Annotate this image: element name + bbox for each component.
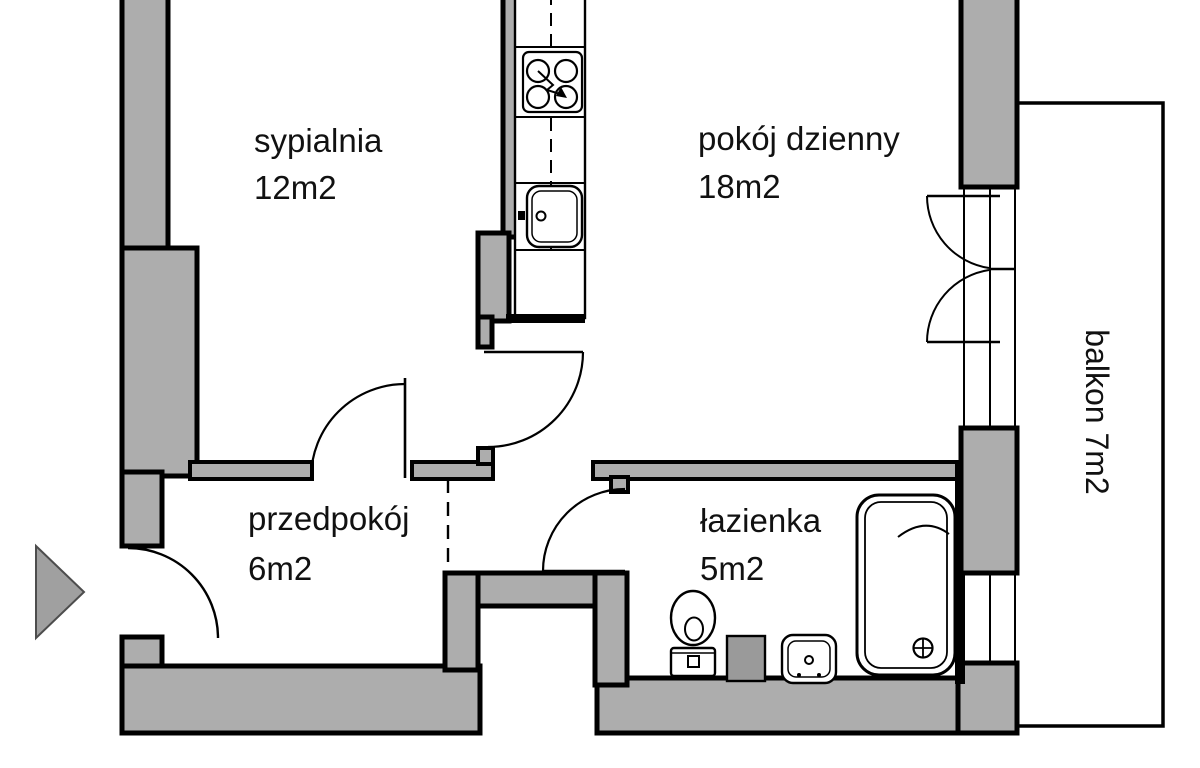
stove-icon <box>521 50 584 114</box>
balcony-french-door-icon <box>926 194 1015 344</box>
door-swings <box>127 350 626 639</box>
washbasin-icon <box>780 633 838 685</box>
bathroom-area: 5m2 <box>700 550 764 587</box>
wall-bathroom-north <box>591 460 967 481</box>
wall-niche-left <box>442 570 481 673</box>
wall-kitchen-wide <box>475 230 512 324</box>
bathroom-fixtures <box>669 493 957 685</box>
bathroom-label: łazienka <box>700 502 822 539</box>
room-labels: sypialnia 12m2 pokój dzienny 18m2 przedp… <box>248 120 1115 587</box>
entrance-door-arc <box>127 546 220 639</box>
wall-bottom-left-band <box>119 663 483 736</box>
hallway-label: przedpokój <box>248 500 409 537</box>
wall-bottom-right-band <box>594 675 968 736</box>
living-room-label: pokój dzienny <box>698 120 900 157</box>
bedroom-door-arc <box>309 382 406 479</box>
living-room-area: 18m2 <box>698 168 781 205</box>
wall-left-mid <box>119 245 200 479</box>
wall-corner-southeast <box>955 660 1020 736</box>
utility-shaft <box>725 634 767 683</box>
hallway-area: 6m2 <box>248 550 312 587</box>
balcony-outline <box>1015 101 1165 728</box>
wall-left-top <box>119 0 171 255</box>
kitchen-sink-icon <box>518 184 584 249</box>
wall-kitchen-stub <box>475 314 495 350</box>
toilet-icon <box>669 589 717 678</box>
counter-end-cap <box>506 314 585 323</box>
balcony-label: balkon 7m2 <box>1079 329 1115 494</box>
walls <box>119 0 1020 736</box>
entrance-arrow-icon <box>35 543 86 641</box>
wall-jamb-stub <box>476 446 495 466</box>
wall-hall-bedroom <box>188 460 314 481</box>
bathroom-door-arc <box>541 487 626 572</box>
bedroom-label: sypialnia <box>254 122 383 159</box>
window-lines <box>963 187 1016 665</box>
wall-left-lower <box>119 469 165 549</box>
wall-right-mid <box>958 425 1020 576</box>
wall-hall-jamb <box>410 460 495 481</box>
wall-right-top <box>958 0 1020 190</box>
living-room-door-arc <box>487 351 585 449</box>
kitchen-counter <box>506 0 587 323</box>
bathtub-icon <box>855 493 957 677</box>
wall-niche-right <box>592 570 630 688</box>
bedroom-area: 12m2 <box>254 169 337 206</box>
